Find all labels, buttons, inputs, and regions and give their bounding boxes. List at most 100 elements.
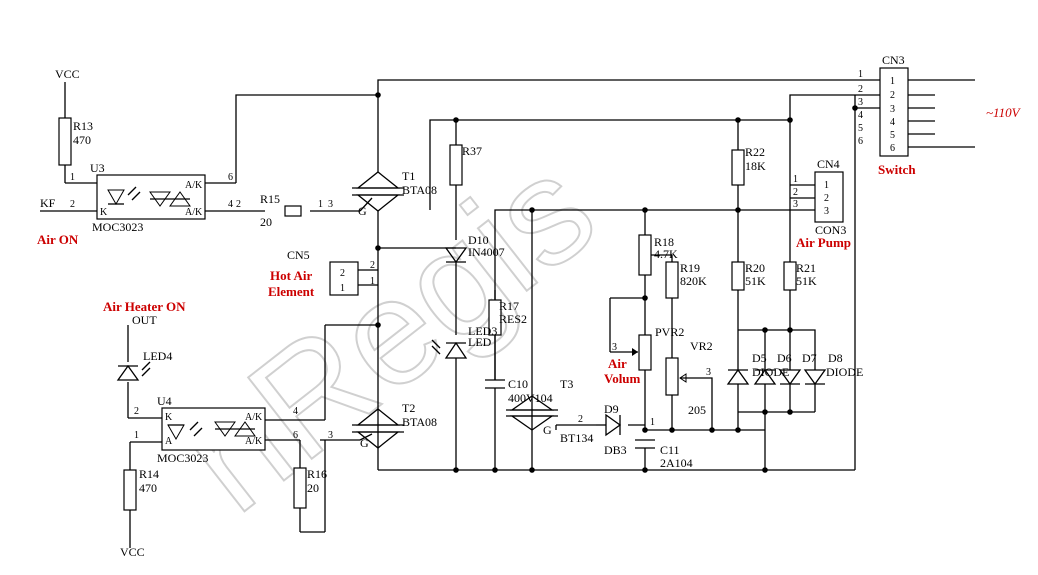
- u3-pin-k: K: [100, 207, 108, 218]
- c10-label: C10: [508, 377, 528, 391]
- led3-label-b: LED: [468, 335, 492, 349]
- cn3-pin-1: 1: [890, 76, 895, 87]
- cn3-ext-6: 6: [858, 136, 863, 147]
- u4-pin-ak2: A/K: [245, 436, 263, 447]
- u4-pin-ak1: A/K: [245, 412, 263, 423]
- cn4-pin-2: 2: [824, 193, 829, 204]
- t1-gate: G: [358, 204, 367, 218]
- air-on-note: Air ON: [37, 232, 79, 247]
- pin-numbers: 1 2 3 4 5 6 1 2 3 4 5 6 1 2 3 1 2 3 2 1 …: [70, 69, 895, 441]
- u4-pin-6: 6: [293, 430, 298, 441]
- cn3-ext-4: 4: [858, 110, 863, 121]
- led4-label: LED4: [143, 349, 172, 363]
- cn3-ext-1: 1: [858, 69, 863, 80]
- t2-label: T2: [402, 401, 415, 415]
- cn4-ext-3: 3: [793, 199, 798, 210]
- u3-pin-6: 6: [228, 172, 233, 183]
- r22-label: R22: [745, 145, 765, 159]
- c11-label: C11: [660, 443, 680, 457]
- c10-value: 400V104: [508, 391, 553, 405]
- out-label: OUT: [132, 313, 157, 327]
- cn3-ext-5: 5: [858, 123, 863, 134]
- r20-value: 51K: [745, 274, 766, 288]
- u4-label: U4: [157, 394, 172, 408]
- d10-diode-icon: [444, 247, 468, 264]
- r21-label: R21: [796, 261, 816, 275]
- r14-resistor: [123, 469, 137, 511]
- d8-label: D8: [828, 351, 843, 365]
- vr2-label: VR2: [690, 339, 713, 353]
- cn4-connector: [814, 171, 844, 223]
- u3-internal-icon: [107, 186, 191, 207]
- annotations: Air ON Hot Air Element Air Heater ON Air…: [37, 105, 1022, 386]
- r17-label: R17: [499, 299, 519, 313]
- r14-value: 470: [139, 481, 157, 495]
- t3-label: T3: [560, 377, 573, 391]
- r18-resistor: [638, 234, 652, 276]
- c10-capacitor-icon: [485, 379, 505, 389]
- d10-label: D10: [468, 233, 489, 247]
- r15-resistor: [284, 205, 302, 217]
- pvr2-potentiometer: [638, 334, 652, 371]
- d9-part: DB3: [604, 443, 627, 457]
- r15-label: R15: [260, 192, 280, 206]
- cn3-ext-2: 2: [858, 84, 863, 95]
- t1-triac-icon: [352, 160, 404, 230]
- cn4-pin-3: 3: [824, 206, 829, 217]
- watermark: nRegis: [153, 123, 624, 543]
- cn3-pin-3: 3: [890, 104, 895, 115]
- u3-optocoupler: [96, 174, 206, 220]
- vcc-bottom-label: VCC: [120, 545, 145, 559]
- r16-label: R16: [307, 467, 327, 481]
- d5-label: D5: [752, 351, 767, 365]
- r18-value: 4.7K: [654, 247, 678, 261]
- u3-label: U3: [90, 161, 105, 175]
- d9-label: D9: [604, 402, 619, 416]
- pvr2-label: PVR2: [655, 325, 684, 339]
- pvr2-pin-1: 1: [650, 417, 655, 428]
- cn4-label: CN4: [817, 157, 840, 171]
- r21-resistor: [783, 261, 797, 291]
- component-labels: VCC VCC R13 470 U3 MOC3023 KF R15 20 T1 …: [40, 53, 905, 559]
- u3-pin-ak2: A/K: [185, 207, 203, 218]
- voltage-note: ~110V: [986, 105, 1022, 120]
- diode-label-2: DIODE: [826, 365, 863, 379]
- volum-note: Volum: [604, 371, 641, 386]
- vr2-pin-3: 3: [706, 367, 711, 378]
- led4-led-icon: [116, 361, 151, 381]
- hot-air-note: Hot Air: [270, 268, 312, 283]
- t3-pin-2: 2: [578, 414, 583, 425]
- cn5-ext-2: 2: [370, 260, 375, 271]
- d10-part: IN4007: [468, 245, 505, 259]
- cn4-pin-1: 1: [824, 180, 829, 191]
- cn3-pin-2: 2: [890, 90, 895, 101]
- vcc-top-label: VCC: [55, 67, 80, 81]
- r18-label: R18: [654, 235, 674, 249]
- cn4-ext-2: 2: [793, 187, 798, 198]
- t1-pin-3: 3: [328, 199, 333, 210]
- d9-diac-icon: [596, 413, 622, 437]
- cn3-pin-5: 5: [890, 130, 895, 141]
- r17-value: RES2: [499, 312, 527, 326]
- c11-capacitor-icon: [635, 439, 655, 449]
- u3-pin-4: 4: [228, 199, 233, 210]
- d7-label: D7: [802, 351, 817, 365]
- d6-label: D6: [777, 351, 792, 365]
- r22-resistor: [731, 149, 745, 186]
- r19-value: 820K: [680, 274, 707, 288]
- r20-label: R20: [745, 261, 765, 275]
- r22-value: 18K: [745, 159, 766, 173]
- r19-resistor: [665, 261, 679, 299]
- r15-pin-2: 2: [236, 199, 241, 210]
- cn3-ext-3: 3: [858, 97, 863, 108]
- pvr2-wiper-icon: [632, 348, 638, 356]
- t3-gate: G: [543, 423, 552, 437]
- cn3-pin-4: 4: [890, 117, 895, 128]
- t2-pin-3: 3: [328, 430, 333, 441]
- r15-pin-1: 1: [318, 199, 323, 210]
- t1-part: BTA08: [402, 183, 437, 197]
- con3-label: CON3: [815, 223, 846, 237]
- diode-bridge-icon: [726, 360, 827, 386]
- junctions: [375, 92, 858, 473]
- u3-pin-1: 1: [70, 172, 75, 183]
